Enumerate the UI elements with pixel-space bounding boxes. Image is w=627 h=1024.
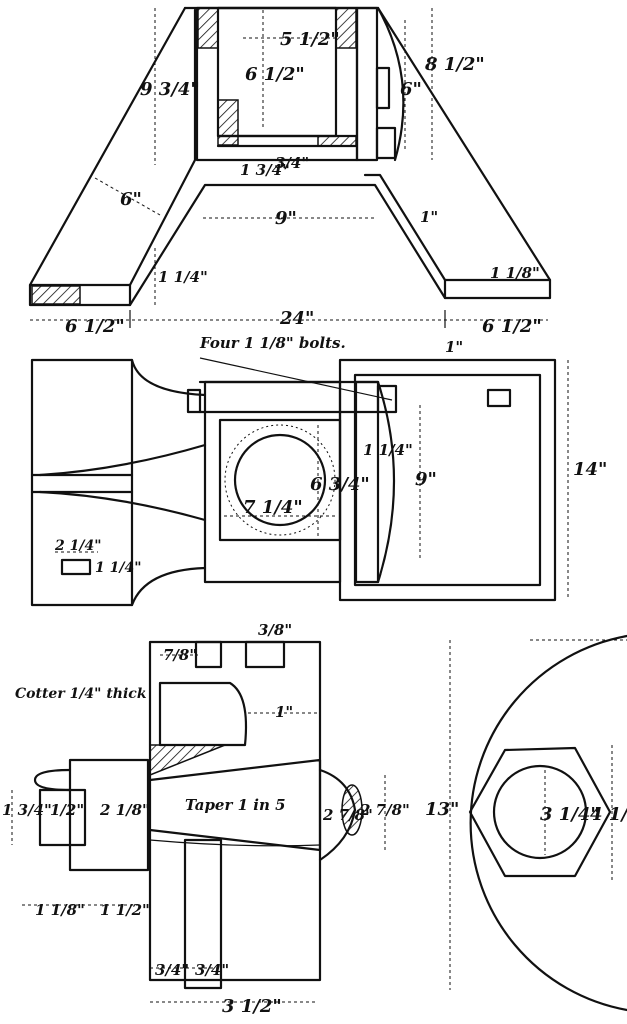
dim-inner-height: 6 1/2" [245,64,305,85]
dim-flange: 1" [420,208,438,226]
dim-base-left: 6 1/2" [65,316,125,337]
dim-base-right: 6 1/2" [482,316,542,337]
cotter-note: Cotter 1/4" thick [15,686,147,702]
dim-taper-a: 2 7/8" [322,806,373,824]
dim-base-a: 3/4" [155,961,189,979]
dim-web-thickness-a: 1 3/4" [240,161,290,179]
dim-overall-right: 8 1/2" [424,54,485,75]
hatched-sections [31,7,357,305]
dim-foot-height: 1 1/4" [158,268,208,286]
frame-outline [28,6,552,307]
top-view: 5 1/2" 6 1/2" 9 3/4" 8 1/2" 6" 1 3/4" 3/… [28,6,552,337]
dim-bore: 6 3/4" [310,474,370,495]
dim-base-b: 3/4" [195,961,229,979]
dim-gap: 9" [275,208,297,229]
section-view: Cotter 1/4" thick Taper 1 in 5 7/8" 3/8"… [2,621,410,1017]
dim-boss: 7 1/4" [243,497,303,518]
dim-flat: 4 1/2" [590,804,627,825]
plan-dimensions [55,357,569,600]
disc-outline [469,634,627,1012]
dim-base-mid: 24" [279,308,314,329]
dim-nut: 2 1/8" [99,801,150,819]
dim-foot-right: 1 1/8" [490,264,540,282]
dim-slant-height: 9 3/4" [140,79,200,100]
dim-top-b: 3/8" [258,621,292,639]
dim-plan-span: 9" [415,469,437,490]
dim-shank: 1 3/4" [2,801,52,819]
end-view: 13" 3 1/4" 4 1/2" [425,634,627,1012]
dim-top-width: 5 1/2" [280,29,340,50]
dim-bottom-a: 1 1/8" [35,901,85,919]
dim-web-thickness-b: 3/4" [275,154,309,172]
dim-taper-b: 2 7/8" [359,801,410,819]
plan-outline [30,358,557,607]
dim-bottom-b: 1 1/2" [100,901,150,919]
section-outline [33,640,363,990]
dim-hex: 3 1/4" [540,804,600,825]
dim-rim: 1" [445,338,463,356]
dim-right-inner: 6" [400,79,422,100]
bolts-note: Four 1 1/8" bolts. [199,334,346,352]
dim-arm-width: 6" [120,189,142,210]
dimension-lines [30,8,548,328]
dim-top-a: 7/8" [163,646,197,664]
plan-view: Four 1 1/8" bolts. 1" 14" 9" 1 1/4" 6 3/… [30,334,607,607]
dim-disc-diameter: 13" [425,799,459,820]
dim-half: 1/2" [50,801,84,819]
dim-slot-h: 1 1/4" [95,560,142,576]
dim-section-gap: 1" [275,703,293,721]
taper-note: Taper 1 in 5 [185,796,286,814]
dim-slot-w: 2 1/4" [54,538,102,554]
section-dimensions [11,654,386,1003]
dim-plan-height: 14" [573,459,607,480]
dim-bolt-offset: 1 1/4" [363,441,413,459]
dim-base-total: 3 1/2" [222,996,282,1017]
